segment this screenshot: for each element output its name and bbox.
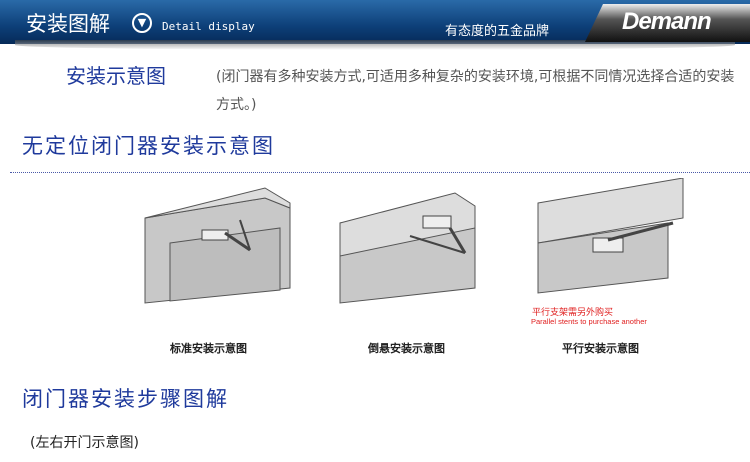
steps-heading: 闭门器安装步骤图解 <box>22 387 229 411</box>
chevron-down-icon: ▼ <box>132 13 152 33</box>
steps-subtitle: (左右开门示意图) <box>30 435 139 451</box>
parallel-note-en: Parallel stents to purchase another <box>531 317 647 326</box>
standard-install-illustration <box>144 187 291 304</box>
caption-inverted: 倒悬安装示意图 <box>368 342 445 355</box>
intro-heading: 安装示意图 <box>66 64 166 88</box>
dotted-divider <box>10 172 750 173</box>
banner-title: 安装图解 <box>26 12 110 36</box>
banner-shadow <box>15 40 735 50</box>
inverted-install-illustration <box>339 192 476 304</box>
logo-background <box>585 4 750 42</box>
section-heading: 无定位闭门器安装示意图 <box>22 134 275 158</box>
intro-text: (闭门器有多种安装方式,可适用多种复杂的安装环境,可根据不同情况选择合适的安装方… <box>216 69 735 113</box>
caption-parallel: 平行安装示意图 <box>562 342 639 355</box>
caption-standard: 标准安装示意图 <box>170 342 247 355</box>
banner-subtitle: Detail display <box>162 20 255 33</box>
parallel-install-illustration <box>537 178 684 294</box>
parallel-note-cn: 平行支架需另外购买 <box>532 308 614 318</box>
brand-logo: Demann <box>622 8 712 35</box>
brand-slogan: 有态度的五金品牌 <box>445 24 550 39</box>
